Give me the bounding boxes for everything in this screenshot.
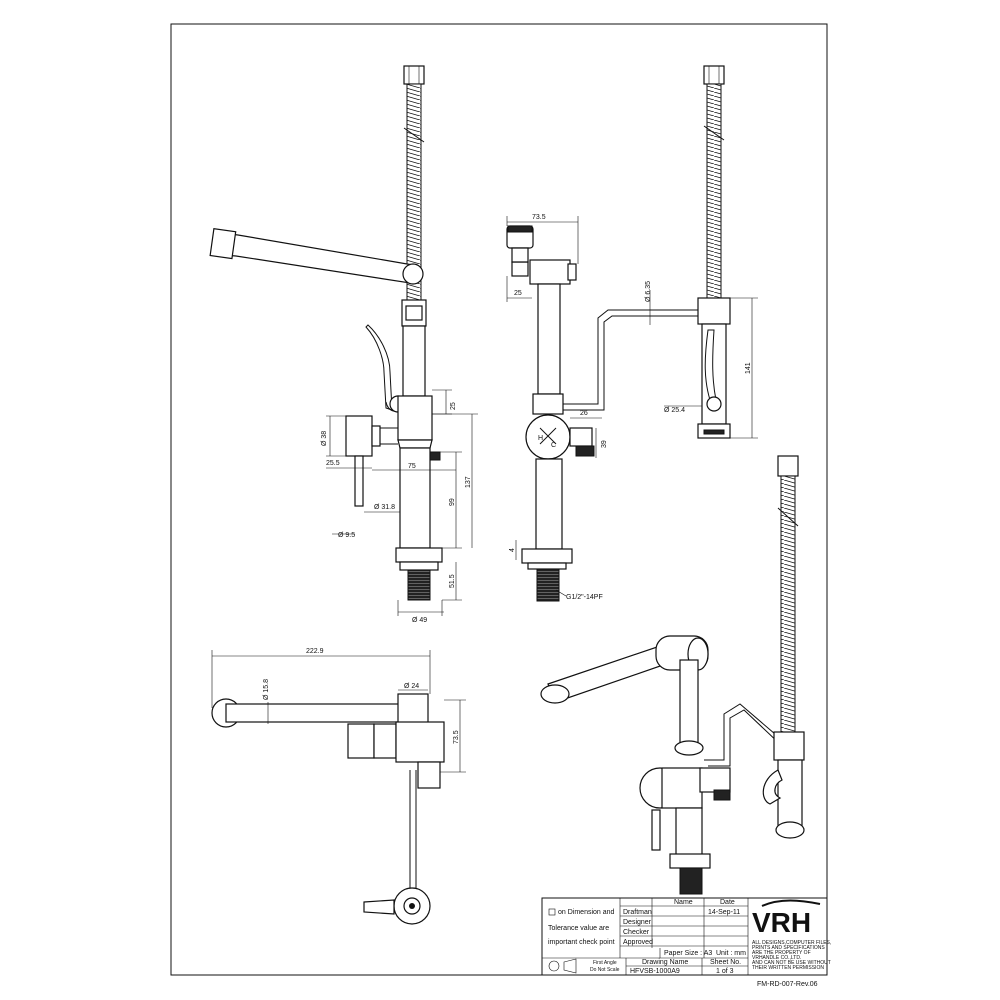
front-arm <box>529 259 571 285</box>
dim-d24: Ø 24 <box>404 683 419 690</box>
dim-front-25: 25 <box>514 290 522 297</box>
top-arm <box>225 703 407 723</box>
row-checker: Checker <box>623 929 650 936</box>
hose-rod <box>563 309 700 405</box>
dim-front-73-5: 73.5 <box>532 214 546 221</box>
projection-line1: First Angle <box>593 960 617 966</box>
side-handle <box>345 415 373 457</box>
dim-99: 99 <box>449 498 456 506</box>
svg-text:H: H <box>538 435 543 442</box>
note-line1: on Dimension and <box>558 909 615 916</box>
unit: Unit : mm <box>716 950 746 957</box>
dim-top-73-5: 73.5 <box>453 730 460 744</box>
dim-d9-5: Ø 9.5 <box>338 532 355 539</box>
lever-rod <box>354 455 364 507</box>
row-designer: Designer <box>623 919 652 926</box>
dim-51-5: 51.5 <box>449 574 456 588</box>
drawing-name-label: Drawing Name <box>642 959 688 966</box>
dim-25-valve: 25 <box>450 402 457 410</box>
dim-front-39: 39 <box>601 440 608 448</box>
top-valve <box>395 721 445 763</box>
sheet-no-label: Sheet No. <box>710 959 741 966</box>
spray-body <box>701 323 727 425</box>
front-shank <box>536 568 560 602</box>
legal-line1: ALL DESIGNS,COMPUTER FILES, <box>752 940 831 946</box>
side-view: Ø 38 25 25.5 75 Ø 31.8 Ø 9.5 99 137 51.5… <box>209 65 478 624</box>
valve-ball <box>525 414 571 460</box>
threaded-shank <box>407 569 431 601</box>
top-view: 222.9 Ø 15.8 Ø 24 73.5 <box>211 648 466 925</box>
logo-swoosh-icon <box>761 899 821 907</box>
dim-d38: Ø 38 <box>321 431 328 446</box>
dim-front-4: 4 <box>509 548 516 552</box>
upper-body <box>402 325 426 397</box>
legal-line2: PRINTS AND SPECIFICATIONS <box>752 945 825 951</box>
iso-spray-body <box>777 759 803 827</box>
hose-view-braid <box>706 83 722 299</box>
dim-front-26: 26 <box>580 410 588 417</box>
legal-line3: ARE THE PROPERTY OF <box>752 950 811 956</box>
dim-d31-8: Ø 31.8 <box>374 504 395 511</box>
projection-line2: Do Not Scale <box>590 967 620 973</box>
front-outlet <box>569 427 593 447</box>
legal-line6: THEIR WRITTEN PERMISSION <box>752 965 824 971</box>
row-draftman: Draftman <box>623 909 652 916</box>
dim-141: 141 <box>745 362 752 374</box>
company-logo: VRH <box>752 907 811 938</box>
note-line2: Tolerance value are <box>548 925 609 932</box>
isometric-view <box>540 455 805 895</box>
paper-size: Paper Size : A3 <box>664 950 712 957</box>
dim-d49: Ø 49 <box>412 617 427 624</box>
projection-symbol-icon <box>548 958 577 974</box>
row-approved: Approved <box>623 939 653 946</box>
sheet-no: 1 of 3 <box>716 968 734 975</box>
hose-nut <box>403 65 425 85</box>
dim-137: 137 <box>465 476 472 488</box>
svg-text:C: C <box>551 442 556 449</box>
main-column <box>399 447 431 549</box>
legal-line4: VRHANDLE CO.,LTD. <box>752 955 801 961</box>
legal-line5: AND CAN NOT BE USE WITHOUT <box>752 960 831 966</box>
dim-25-5: 25.5 <box>326 460 340 467</box>
thread-spec: G1/2"-14PF <box>566 594 603 601</box>
drawing-border <box>170 23 828 976</box>
spray-lever <box>365 324 393 411</box>
dim-d6-35: Ø 6.35 <box>645 281 652 302</box>
hose-view: 141 Ø 25.4 <box>664 65 758 439</box>
date-value: 14-Sep-11 <box>708 909 740 916</box>
valve-block <box>397 395 433 441</box>
form-code: FM-RD-007-Rev.06 <box>757 981 818 988</box>
dim-75: 75 <box>408 463 416 470</box>
iso-braid <box>780 475 796 733</box>
title-block: on Dimension and Tolerance value are imp… <box>541 897 831 976</box>
dim-d15-8: Ø 15.8 <box>263 679 270 700</box>
base-flange <box>395 547 443 563</box>
col-name: Name <box>674 899 693 906</box>
drawing-name: HFVSB-1000A9 <box>630 968 680 975</box>
dim-d25-4: Ø 25.4 <box>664 407 685 414</box>
note-line3: important check point <box>548 939 615 946</box>
spout-arm <box>210 231 414 284</box>
dim-222-9: 222.9 <box>306 648 324 655</box>
front-column <box>537 283 561 395</box>
col-date: Date <box>720 899 735 906</box>
front-view: H C 73.5 25 Ø 6.35 26 39 4 G1/2"-14PF <box>506 214 700 602</box>
